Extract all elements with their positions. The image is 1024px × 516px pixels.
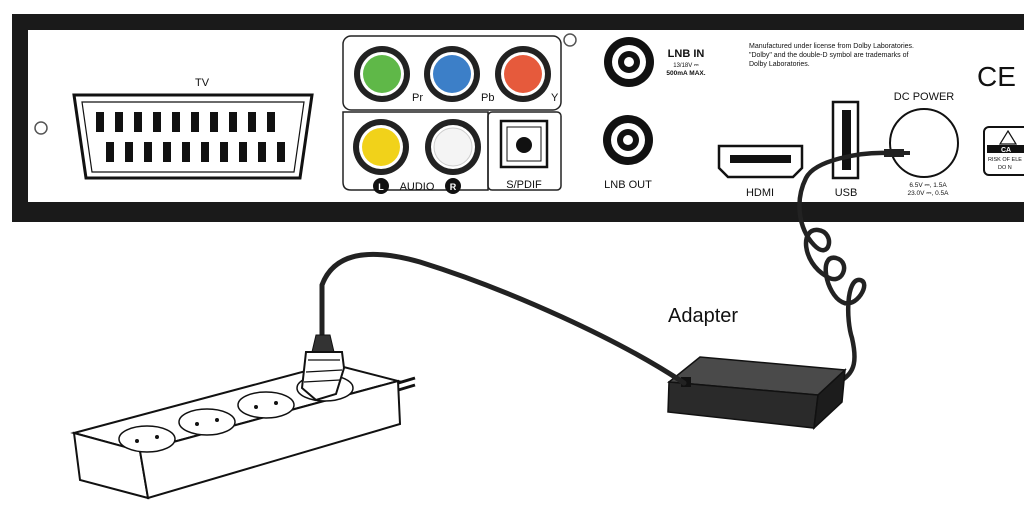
caution-text-1: CA	[1001, 147, 1011, 154]
pb-label: Pb	[481, 92, 494, 104]
power-adapter	[667, 356, 847, 430]
lnb-out-connector	[603, 115, 653, 165]
scart-pin	[125, 142, 133, 162]
lnb-out-label: LNB OUT	[604, 179, 652, 191]
adapter-label: Adapter	[668, 305, 738, 327]
screw-left	[34, 121, 48, 135]
outlet-1	[118, 425, 176, 453]
scart-pin	[182, 142, 190, 162]
caution-label: CA RISK OF ELE DO N	[983, 126, 1024, 176]
spdif-port	[499, 119, 549, 169]
scart-pin	[258, 142, 266, 162]
pr-label: Pr	[412, 92, 423, 104]
lnb-in-label: LNB IN	[668, 48, 705, 60]
audio-left-label: L	[378, 182, 384, 192]
scart-pin	[191, 112, 199, 132]
dc-power-spec-1: 6.5V ⎓, 1.5A	[909, 182, 947, 189]
usb-label: USB	[835, 187, 858, 199]
jack-y	[495, 46, 551, 102]
scart-pin	[96, 112, 104, 132]
scart-pin	[134, 112, 142, 132]
scart-pin	[172, 112, 180, 132]
audio-left-badge	[373, 178, 389, 194]
jack-pb	[424, 46, 480, 102]
caution-text-3: DO N	[998, 165, 1012, 171]
tv-label: TV	[195, 77, 210, 89]
caution-text-2: RISK OF ELE	[988, 157, 1022, 163]
av-connector-group: Pr Pb Y L AUDIO R	[342, 35, 562, 194]
dc-cable	[797, 150, 891, 383]
scart-pin	[144, 142, 152, 162]
outlet-2	[178, 408, 236, 436]
dc-power-spec-2: 23.0V ⎓, 0.5A	[908, 190, 950, 197]
jack-audio-right	[425, 119, 481, 175]
scart-pin	[210, 112, 218, 132]
ac-cable	[319, 251, 687, 386]
scart-pin	[248, 112, 256, 132]
dolby-notice-2: "Dolby" and the double-D symbol are trad…	[749, 52, 908, 59]
lnb-in-connector	[604, 37, 654, 87]
y-label: Y	[551, 92, 559, 104]
scart-pin	[220, 142, 228, 162]
ce-mark: CE	[977, 61, 1016, 92]
dc-power-jack	[889, 108, 959, 178]
hdmi-port	[717, 144, 804, 179]
scart-pin	[153, 112, 161, 132]
scart-pin	[277, 142, 285, 162]
ac-plug	[300, 334, 346, 402]
jack-audio-left	[353, 119, 409, 175]
scart-pin	[163, 142, 171, 162]
power-strip	[70, 362, 416, 500]
audio-right-badge	[445, 178, 461, 194]
scart-pin	[201, 142, 209, 162]
spdif-label: S/PDIF	[506, 179, 542, 191]
scart-pin	[229, 112, 237, 132]
hdmi-label: HDMI	[746, 187, 774, 199]
scart-pin	[267, 112, 275, 132]
lnb-in-spec-1: 13/18V ⎓	[673, 63, 699, 69]
dolby-notice-1: Manufactured under license from Dolby La…	[749, 43, 914, 50]
dolby-notice-3: Dolby Laboratories.	[749, 61, 810, 68]
audio-label: AUDIO	[400, 181, 435, 193]
scart-pin	[239, 142, 247, 162]
audio-right-label: R	[450, 182, 457, 192]
screw-top	[563, 33, 577, 47]
scart-pin	[106, 142, 114, 162]
usb-port	[831, 100, 860, 180]
scart-connector: TV	[72, 77, 314, 180]
outlet-3	[237, 391, 295, 419]
dc-power-label: DC POWER	[894, 91, 955, 103]
jack-pr	[354, 46, 410, 102]
lnb-in-spec-2: 500mA MAX.	[666, 70, 705, 77]
scart-pin	[115, 112, 123, 132]
